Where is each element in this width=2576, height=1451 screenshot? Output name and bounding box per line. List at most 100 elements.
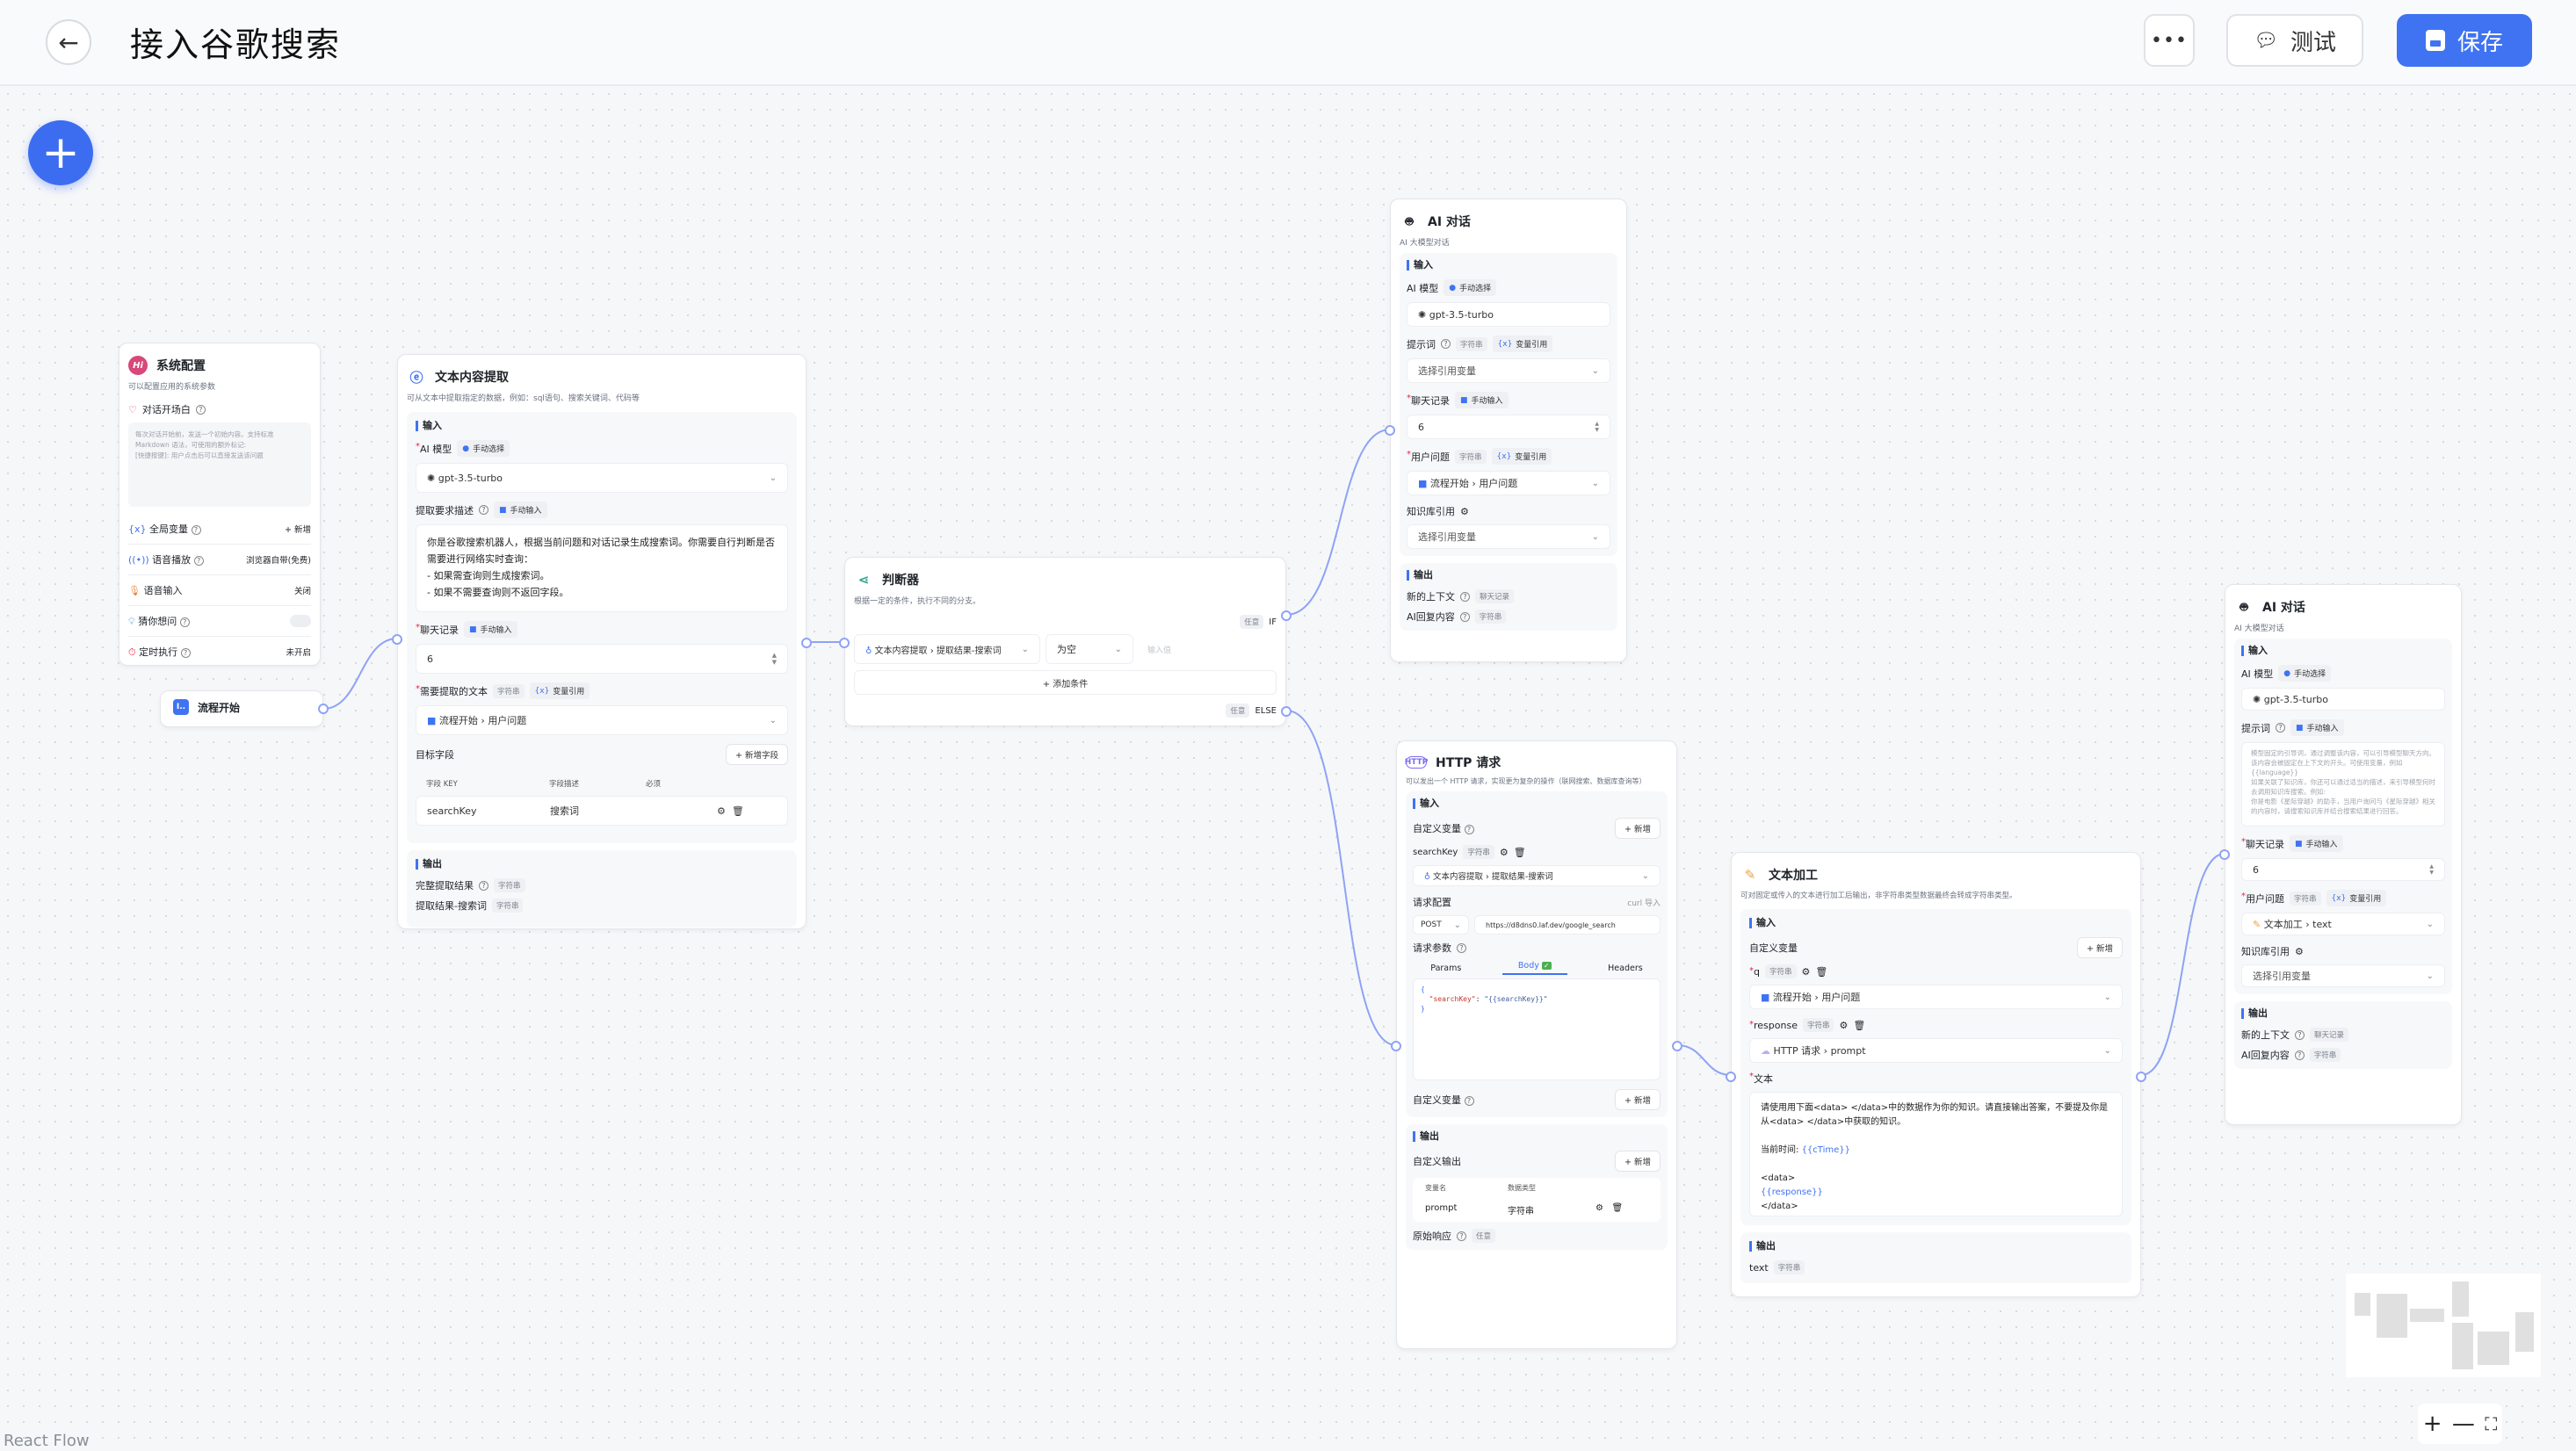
output-handle[interactable] bbox=[2136, 1072, 2146, 1082]
mode-badge[interactable]: {x}变量引用 bbox=[1492, 336, 1553, 352]
stepper-arrows-icon[interactable]: ▲▼ bbox=[2429, 863, 2434, 876]
node-ai-chat-2[interactable]: 🤖︎AI 对话 AI 大模型对话 输入 AI 模型●手动选择 ✺ gpt-3.5… bbox=[2219, 584, 2462, 1125]
minimap[interactable] bbox=[2346, 1274, 2541, 1377]
stepper-arrows-icon[interactable]: ▲▼ bbox=[1595, 421, 1599, 433]
gear-icon[interactable]: ⚙ bbox=[2295, 945, 2304, 957]
kb-select[interactable]: 选择引用变量⌄ bbox=[2241, 964, 2445, 987]
gear-icon[interactable]: ⚙ bbox=[1460, 505, 1469, 517]
input-handle[interactable] bbox=[839, 638, 850, 648]
add-global-var-button[interactable]: + 新增 bbox=[285, 525, 311, 535]
gear-icon[interactable]: ⚙ bbox=[1839, 1019, 1849, 1031]
trash-icon[interactable]: 🗑︎ bbox=[731, 805, 744, 817]
test-button[interactable]: 💬︎测试 bbox=[2226, 14, 2363, 67]
text-editor[interactable]: 请使用用下面<data> </data>中的数据作为你的知识。请直接输出答案，不… bbox=[1749, 1092, 2123, 1216]
mode-badge[interactable]: ■手动输入 bbox=[2290, 719, 2344, 736]
question-select[interactable]: ■ 流程开始 › 用户问题⌄ bbox=[1407, 471, 1610, 495]
node-ai-chat-1[interactable]: 🤖︎AI 对话 AI 大模型对话 输入 AI 模型●手动选择 ✺ gpt-3.5… bbox=[1385, 199, 1627, 662]
output-handle[interactable] bbox=[318, 704, 329, 714]
setting-voice-input[interactable]: 🎙︎ 语音输入关闭 bbox=[128, 575, 311, 606]
history-stepper[interactable]: 6▲▼ bbox=[2241, 858, 2445, 881]
zoom-out-button[interactable]: — bbox=[2451, 1411, 2475, 1437]
add-variable-button[interactable]: + 新增 bbox=[1615, 1089, 1661, 1110]
gear-icon[interactable]: ⚙ bbox=[717, 805, 726, 817]
mode-badge[interactable]: ■手动输入 bbox=[2290, 835, 2343, 852]
guess-toggle[interactable] bbox=[290, 615, 311, 627]
mode-badge[interactable]: {x}变量引用 bbox=[2326, 890, 2387, 906]
gear-icon[interactable]: ⚙ bbox=[1499, 846, 1509, 858]
history-stepper[interactable]: 6▲▼ bbox=[1407, 415, 1610, 439]
tab-body[interactable]: Body ✓ bbox=[1501, 961, 1567, 975]
gear-icon[interactable]: ⚙ bbox=[1596, 1203, 1603, 1213]
setting-tts[interactable]: ((•)) 语音播放 ?浏览器自带(免费) bbox=[128, 545, 311, 575]
add-variable-button[interactable]: + 新增 bbox=[1615, 818, 1661, 839]
tab-params[interactable]: Params bbox=[1430, 963, 1462, 973]
output-handle[interactable] bbox=[801, 638, 812, 648]
zoom-in-button[interactable]: + bbox=[2422, 1411, 2442, 1437]
input-handle[interactable] bbox=[1726, 1072, 1736, 1082]
input-handle[interactable] bbox=[1385, 425, 1395, 436]
response-ref-select[interactable]: ☁ HTTP 请求 › prompt⌄ bbox=[1749, 1038, 2123, 1063]
model-select[interactable]: ✺ gpt-3.5-turbo bbox=[2241, 688, 2445, 711]
trash-icon[interactable]: 🗑︎ bbox=[1853, 1019, 1866, 1031]
node-text-process[interactable]: ✎文本加工 可对固定或传入的文本进行加工后输出，非字符串类型数据最终会转成字符串… bbox=[1726, 852, 2146, 1297]
trash-icon[interactable]: 🗑︎ bbox=[1513, 846, 1526, 858]
model-select[interactable]: ✺ gpt-3.5-turbo bbox=[1407, 302, 1610, 327]
tab-headers[interactable]: Headers bbox=[1608, 963, 1643, 973]
add-output-button[interactable]: + 新增 bbox=[1615, 1151, 1661, 1172]
else-output-handle[interactable] bbox=[1281, 706, 1292, 717]
input-handle[interactable] bbox=[1391, 1041, 1401, 1051]
add-condition-button[interactable]: + 添加条件 bbox=[854, 670, 1277, 695]
condition-value-input[interactable]: 输入值 bbox=[1147, 646, 1172, 655]
mode-badge[interactable]: ●手动选择 bbox=[2278, 665, 2332, 682]
setting-schedule[interactable]: ⏱︎ 定时执行 ?未开启 bbox=[128, 637, 311, 667]
trash-icon[interactable]: 🗑︎ bbox=[1815, 965, 1828, 978]
mode-badge[interactable]: {x}变量引用 bbox=[529, 682, 590, 699]
fit-view-icon[interactable]: ⛶ bbox=[2485, 1413, 2498, 1434]
url-input[interactable]: https://d8dns0.laf.dev/google_search bbox=[1474, 915, 1661, 935]
mode-badge[interactable]: ■手动输入 bbox=[494, 502, 547, 518]
input-handle[interactable] bbox=[2219, 849, 2230, 860]
question-select[interactable]: ✎ 文本加工 › text⌄ bbox=[2241, 913, 2445, 935]
model-select[interactable]: ✺ gpt-3.5-turbo⌄ bbox=[416, 463, 788, 493]
node-flow-start[interactable]: I..流程开始 bbox=[160, 690, 329, 727]
mode-badge[interactable]: ■手动输入 bbox=[464, 621, 517, 638]
q-ref-select[interactable]: ■ 流程开始 › 用户问题⌄ bbox=[1749, 985, 2123, 1009]
condition-variable-select[interactable]: ♁ 文本内容提取 › 提取结果-搜索词⌄ bbox=[854, 634, 1040, 664]
react-flow-attribution[interactable]: React Flow bbox=[4, 1432, 90, 1450]
curl-import-link[interactable]: curl 导入 bbox=[1627, 899, 1661, 908]
add-variable-button[interactable]: + 新增 bbox=[2077, 937, 2123, 958]
variable-ref-select[interactable]: ♁ 文本内容提取 › 提取结果-搜索词⌄ bbox=[1413, 865, 1661, 886]
add-node-button[interactable]: + bbox=[28, 120, 93, 185]
method-select[interactable]: POST⌄ bbox=[1413, 915, 1469, 935]
history-stepper[interactable]: 6▲▼ bbox=[416, 644, 788, 674]
input-handle[interactable] bbox=[392, 634, 402, 645]
gear-icon[interactable]: ⚙ bbox=[1801, 965, 1811, 978]
text-ref-select[interactable]: ■ 流程开始 › 用户问题⌄ bbox=[416, 705, 788, 735]
requirement-textarea[interactable]: 你是谷歌搜索机器人，根据当前问题和对话记录生成搜索词。你需要自行判断是否需要进行… bbox=[416, 524, 788, 612]
mode-badge[interactable]: ●手动选择 bbox=[1444, 279, 1497, 296]
mode-badge[interactable]: {x}变量引用 bbox=[1491, 448, 1552, 465]
mode-badge[interactable]: ●手动选择 bbox=[457, 440, 510, 457]
add-field-button[interactable]: + 新增字段 bbox=[726, 744, 788, 765]
prompt-textarea[interactable]: 模型固定的引导词，通过调整该内容，可以引导模型聊天方向。该内容会被固定在上下文的… bbox=[2241, 742, 2445, 827]
if-output-handle[interactable] bbox=[1281, 610, 1292, 621]
output-handle[interactable] bbox=[1672, 1041, 1682, 1051]
mode-badge[interactable]: ■手动输入 bbox=[1455, 392, 1509, 408]
back-button[interactable]: ← bbox=[46, 19, 91, 65]
setting-global-vars[interactable]: {x} 全局变量 ?+ 新增 bbox=[128, 514, 311, 545]
stepper-arrows-icon[interactable]: ▲▼ bbox=[771, 652, 777, 666]
kb-select[interactable]: 选择引用变量⌄ bbox=[1407, 524, 1610, 549]
condition-operator-select[interactable]: 为空⌄ bbox=[1046, 634, 1133, 664]
save-button[interactable]: 保存 bbox=[2397, 14, 2532, 67]
help-icon: ? bbox=[179, 617, 190, 627]
flow-canvas[interactable] bbox=[0, 86, 2576, 1451]
prompt-select[interactable]: 选择引用变量⌄ bbox=[1407, 358, 1610, 383]
more-button[interactable]: ••• bbox=[2144, 14, 2195, 67]
trash-icon[interactable]: 🗑︎ bbox=[1611, 1203, 1624, 1213]
body-editor[interactable]: { "searchKey": "{{searchKey}}" } bbox=[1413, 978, 1661, 1080]
opening-textarea[interactable]: 每次对话开始前，发送一个初始内容。支持标准 Markdown 语法，可使用的额外… bbox=[128, 422, 311, 507]
